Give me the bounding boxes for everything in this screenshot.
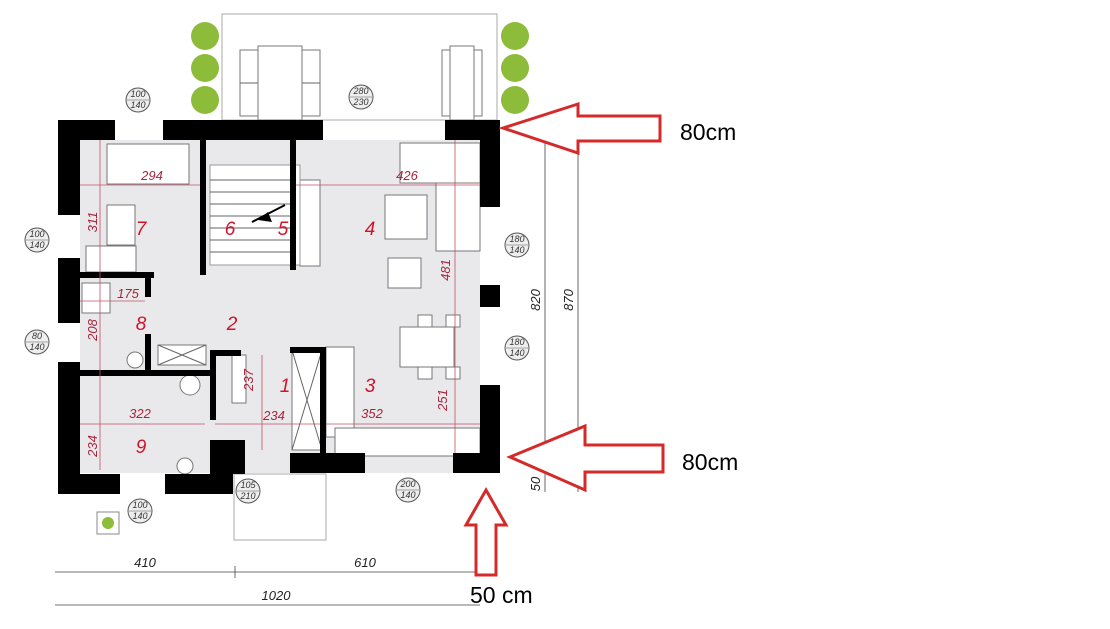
svg-text:140: 140 [132, 511, 147, 521]
outer-dim-870: 870 [561, 288, 576, 310]
svg-text:140: 140 [29, 342, 44, 352]
dim-175: 175 [117, 286, 139, 301]
svg-text:100: 100 [130, 89, 145, 99]
outer-dim-410: 410 [134, 555, 156, 570]
svg-text:140: 140 [509, 245, 524, 255]
svg-text:80: 80 [32, 331, 42, 341]
svg-text:105: 105 [240, 480, 256, 490]
svg-text:200: 200 [399, 479, 415, 489]
dim-426: 426 [396, 168, 418, 183]
dim-234-hall: 234 [262, 408, 285, 423]
svg-text:280: 280 [352, 86, 368, 96]
up-arrow-label: 50 cm [470, 582, 533, 608]
room-label-6: 6 [225, 219, 236, 240]
svg-text:140: 140 [509, 348, 524, 358]
svg-text:100: 100 [132, 500, 147, 510]
dim-237: 237 [241, 368, 256, 391]
svg-text:180: 180 [509, 234, 524, 244]
walls [58, 120, 500, 494]
svg-text:140: 140 [130, 100, 145, 110]
outer-dim-820: 820 [528, 288, 543, 310]
staircase [209, 164, 301, 266]
dim-311: 311 [85, 212, 100, 233]
svg-text:140: 140 [29, 240, 44, 250]
outer-dim-610: 610 [354, 555, 376, 570]
room-label-2: 2 [226, 314, 238, 335]
tree-icons [191, 22, 529, 114]
outer-dimension-lines [55, 118, 579, 606]
room-label-4: 4 [365, 219, 376, 240]
furniture [81, 142, 481, 475]
dim-322: 322 [129, 406, 151, 421]
room-label-8: 8 [136, 314, 147, 335]
outer-dim-1020: 1020 [262, 588, 292, 603]
svg-text:230: 230 [352, 97, 368, 107]
svg-text:140: 140 [400, 490, 415, 500]
arrow-left-bottom-icon [506, 423, 665, 493]
dim-251: 251 [435, 389, 450, 412]
room-label-3: 3 [365, 376, 376, 397]
svg-text:210: 210 [239, 491, 255, 501]
arrow-left-top-icon [498, 101, 662, 156]
arrow-up-icon [463, 486, 509, 577]
dimension-lines [80, 140, 480, 470]
room-label-7: 7 [136, 219, 148, 240]
outer-dim-50: 50 [528, 476, 543, 491]
svg-text:100: 100 [29, 229, 44, 239]
room-label-9: 9 [136, 437, 147, 458]
bottom-arrow-label: 80cm [682, 449, 738, 475]
svg-text:180: 180 [509, 337, 524, 347]
dim-481: 481 [438, 259, 453, 281]
dim-234-room9: 234 [85, 435, 100, 458]
dim-352: 352 [361, 406, 383, 421]
dim-294: 294 [140, 168, 163, 183]
top-arrow-label: 80cm [680, 119, 736, 145]
dim-208: 208 [85, 318, 100, 341]
room-label-5: 5 [278, 219, 289, 240]
terrace-furniture [239, 45, 483, 121]
room-label-1: 1 [280, 376, 291, 397]
